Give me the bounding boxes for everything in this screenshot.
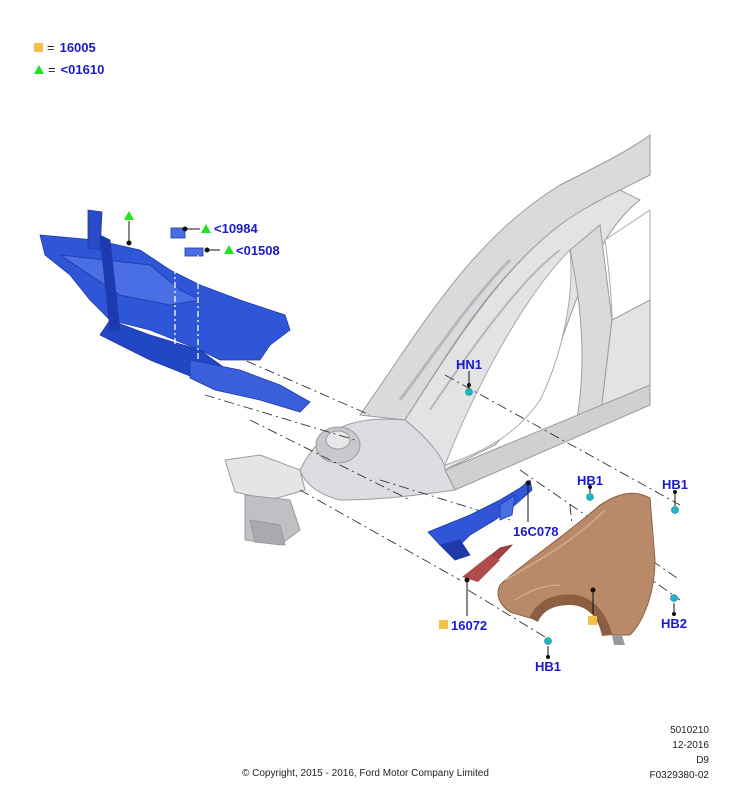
splash-shield-lower [462,555,500,582]
callout-hn1: HN1 [456,357,483,372]
clips [465,388,679,645]
callout-10984: <10984 [214,221,258,236]
ref-line-4: F0329380-02 [649,770,710,781]
clip-hb1-right [671,506,679,514]
legend-equals: = [48,62,56,77]
callout-16072: 16072 [451,618,488,633]
clip-hb1-lower [544,637,552,645]
clip-hn1 [465,388,473,396]
callout-hb2: HB2 [661,616,688,631]
legend-row-16005: = 16005 [34,40,96,55]
callout-hb1-lower: HB1 [535,659,562,674]
triangle-icon [34,65,44,74]
fender-apron-bracket [427,479,533,561]
triangle-marker-10984 [201,224,211,233]
front-fender [497,492,656,645]
reference-block: 5010210 12-2016 D9 F0329380-02 [650,723,710,783]
square-marker-fender [588,616,597,625]
legend-row-01610: = <01610 [34,62,104,77]
clip-hb1-upper [586,493,594,501]
ref-line-2: 12-2016 [672,740,709,751]
callout-01508: <01508 [236,243,280,258]
square-marker-16072 [439,620,448,629]
clip-hb2 [670,594,678,602]
fastener-axis-lines [174,240,199,362]
cowl-panel-assembly [39,209,311,413]
legend-code: <01610 [60,62,105,77]
legend-code: 16005 [59,40,96,55]
copyright-text: © Copyright, 2015 - 2016, Ford Motor Com… [242,768,489,779]
callout-16c078: 16C078 [513,524,559,539]
ref-line-3: D9 [696,755,709,766]
callout-hb1-right: HB1 [662,477,689,492]
triangle-marker-cowl [124,211,134,220]
square-icon [34,43,43,52]
callout-hb1-upper: HB1 [577,473,604,488]
leader-lines [126,221,677,659]
body-structure [224,134,651,546]
triangle-marker-01508 [224,245,234,254]
legend-equals: = [47,40,55,55]
ref-line-1: 5010210 [670,725,709,736]
